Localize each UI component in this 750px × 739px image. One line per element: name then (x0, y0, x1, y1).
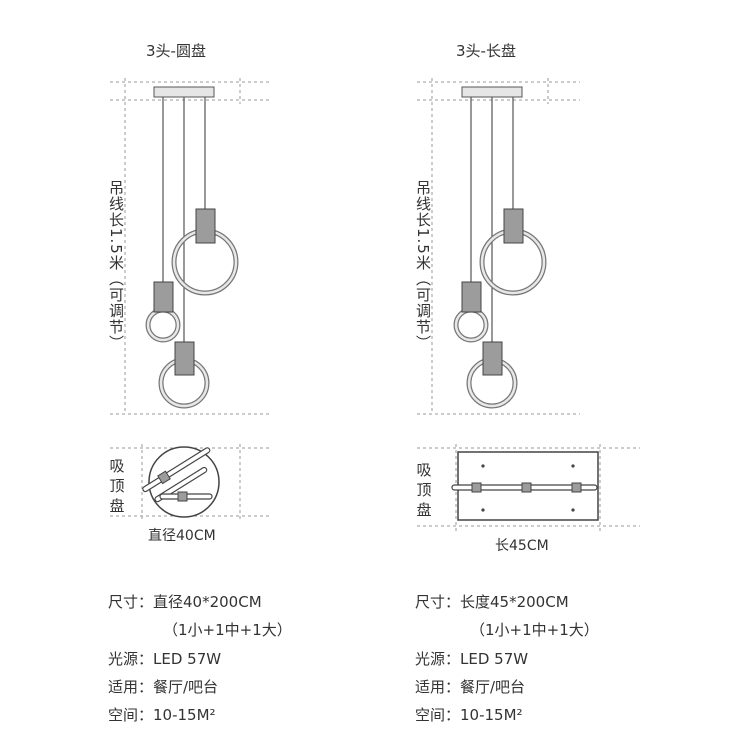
left-canopy-label: 吸顶盘 (109, 457, 125, 515)
left-title: 3头-圆盘 (146, 42, 206, 60)
right-large-ring (479, 208, 547, 296)
left-diameter-label: 直径40CM (148, 528, 216, 544)
left-spec-size-detail: （1小+1中+1大） (163, 621, 292, 639)
left-medium-ring (158, 341, 210, 409)
right-length-label: 长45CM (495, 538, 549, 554)
right-cord-length-label: 吊线长1.5米（可调节） (414, 180, 432, 351)
left-spec-light: 光源：LED 57W (108, 650, 222, 668)
left-spec-size: 尺寸：直径40*200CM (108, 593, 262, 611)
right-spec-use: 适用：餐厅/吧台 (415, 678, 526, 696)
left-spec-use: 适用：餐厅/吧台 (108, 678, 219, 696)
right-canopy-label: 吸顶盘 (416, 461, 432, 519)
right-title: 3头-长盘 (456, 42, 516, 60)
right-spec-size: 尺寸：长度45*200CM (415, 593, 569, 611)
right-spec-size-detail: （1小+1中+1大） (470, 621, 599, 639)
left-canopy-top (142, 446, 220, 518)
right-spec-space: 空间：10-15M² (415, 706, 523, 724)
right-canopy-top (451, 451, 599, 521)
right-spec-light: 光源：LED 57W (415, 650, 529, 668)
right-cords (470, 97, 514, 343)
right-medium-ring (466, 341, 518, 409)
left-cords (162, 97, 206, 343)
left-small-ring (145, 281, 181, 343)
right-small-ring (453, 281, 489, 343)
right-canopy-side (461, 86, 523, 98)
left-cord-length-label: 吊线长1.5米（可调节） (107, 180, 125, 351)
left-dimension-guides (110, 78, 270, 522)
left-large-ring (171, 208, 239, 296)
left-spec-space: 空间：10-15M² (108, 706, 216, 724)
